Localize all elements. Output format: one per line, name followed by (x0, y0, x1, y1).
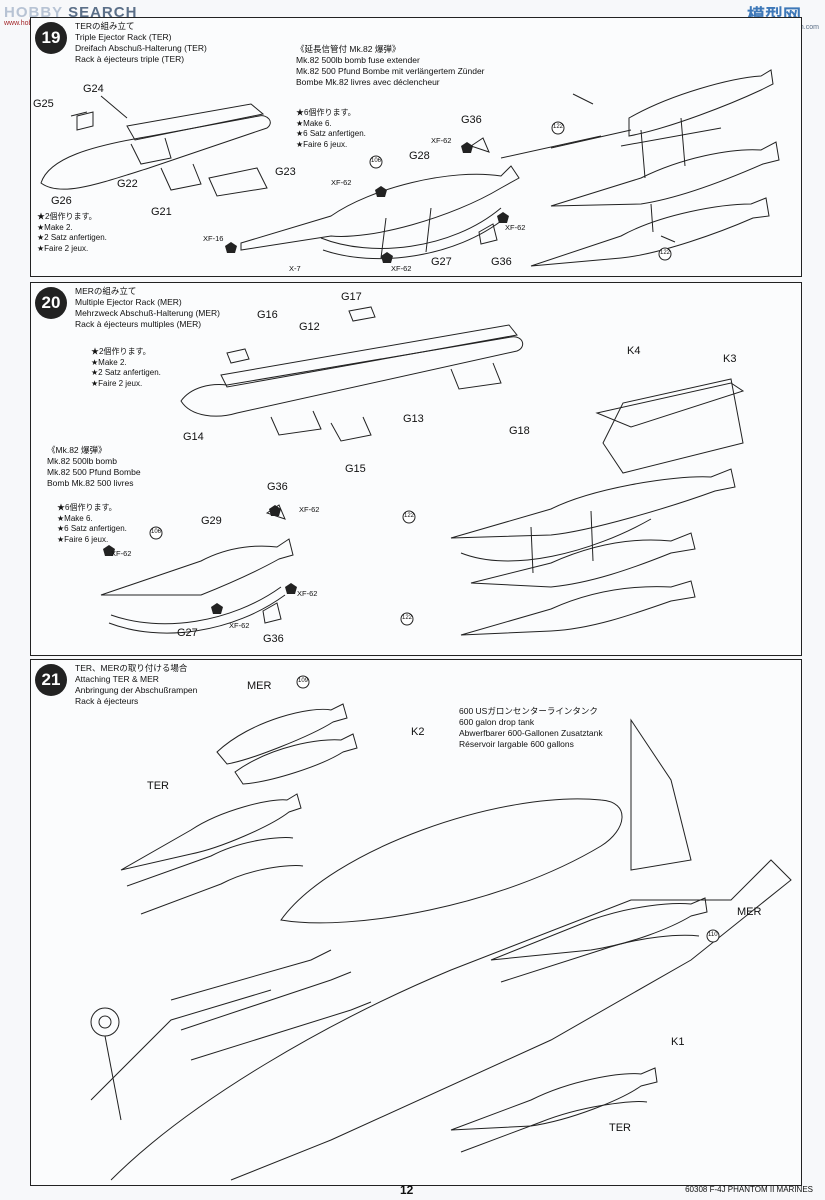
part-label: K1 (671, 1036, 685, 1048)
paint-label: XF-62 (229, 621, 250, 630)
title-fr: Rack à éjecteurs triple (TER) (75, 54, 185, 64)
part-label: G26 (51, 195, 72, 207)
step-19-titles: TERの組み立て Triple Ejector Rack (TER) Dreif… (75, 21, 207, 65)
part-label: G18 (509, 425, 530, 437)
callout-number: 106 (151, 529, 162, 535)
make-2-note: ★2個作ります。★Make 2.★2 Satz anfertigen.★Fair… (37, 212, 107, 253)
step-19-panel: 19 TERの組み立て Triple Ejector Rack (TER) Dr… (30, 17, 802, 277)
paint-label: XF-62 (505, 223, 526, 232)
callout-number: 106 (371, 158, 382, 164)
title-de: Mehrzweck Abschuß-Halterung (MER) (75, 308, 221, 318)
mer-label: MER (247, 680, 272, 692)
part-label: K2 (411, 726, 425, 738)
bomb-title-en: Mk.82 500lb bomb (47, 456, 117, 466)
part-label: G22 (117, 178, 138, 190)
paint-label: XF-16 (203, 234, 224, 243)
step-19-illustration (40, 69, 780, 267)
make-6-note: ★6個作ります。★Make 6.★6 Satz anfertigen.★Fair… (296, 108, 366, 149)
step-21-illustration (90, 675, 792, 1181)
part-label: G29 (201, 515, 222, 527)
ter-label: TER (609, 1122, 631, 1134)
make-2-note: ★2個作ります。★Make 2.★2 Satz anfertigen.★Fair… (91, 347, 161, 388)
callout-number: 122 (660, 250, 671, 256)
part-label: G12 (299, 321, 320, 333)
paint-label: XF-62 (297, 589, 318, 598)
kit-title: 60308 F-4J PHANTOM II MARINES (685, 1185, 813, 1194)
part-label: G36 (491, 256, 512, 268)
step-20-titles: MERの組み立て Multiple Ejector Rack (MER) Meh… (75, 286, 220, 330)
drop-tank-titles: 600 USガロンセンターラインタンク 600 galon drop tank … (459, 706, 603, 750)
callout-number: 110 (708, 932, 718, 938)
part-label: G25 (33, 98, 54, 110)
tank-fr: Réservoir largable 600 gallons (459, 739, 574, 749)
callout-number: 122 (553, 124, 564, 130)
step-20-bomb-titles: 《Mk.82 爆弾》 Mk.82 500lb bomb Mk.82 500 Pf… (47, 445, 141, 489)
tank-en: 600 galon drop tank (459, 717, 535, 727)
callout-number: 122 (402, 615, 413, 621)
ter-label: TER (147, 780, 169, 792)
step-19-bomb-titles: 《延長信管付 Mk.82 爆弾》 Mk.82 500lb bomb fuse e… (296, 44, 485, 88)
paint-label: XF-62 (431, 136, 452, 145)
step-number-19: 19 (35, 22, 67, 54)
part-label: K3 (723, 353, 737, 365)
part-label: G27 (177, 627, 198, 639)
part-label: G28 (409, 150, 430, 162)
title-jp: TER、MERの取り付ける場合 (75, 663, 188, 673)
bomb-title-jp: 《延長信管付 Mk.82 爆弾》 (296, 44, 401, 54)
paint-label: XF-62 (391, 264, 412, 273)
page-number: 12 (400, 1183, 414, 1197)
paint-label: X-7 (289, 264, 301, 273)
paint-label: XF-62 (299, 505, 320, 514)
part-label: G23 (275, 166, 296, 178)
title-en: Multiple Ejector Rack (MER) (75, 297, 182, 307)
title-jp: MERの組み立て (75, 286, 137, 296)
part-label: G36 (267, 481, 288, 493)
make-6-note: ★6個作ります。★Make 6.★6 Satz anfertigen.★Fair… (57, 503, 127, 544)
part-label: G27 (431, 256, 452, 268)
step-20-illustration (100, 306, 745, 636)
step-number-21: 21 (35, 664, 67, 696)
tank-de: Abwerfbarer 600-Gallonen Zusatztank (459, 728, 603, 738)
part-label: G17 (341, 291, 362, 303)
title-fr: Rack à éjecteurs (75, 696, 139, 706)
brand-logo: HOBBY SEARCH (4, 4, 138, 21)
step-20-panel: 20 MERの組み立て Multiple Ejector Rack (MER) … (30, 282, 802, 656)
bomb-title-jp: 《Mk.82 爆弾》 (47, 445, 107, 455)
callout-number: 122 (404, 513, 415, 519)
part-label: G21 (151, 206, 172, 218)
title-fr: Rack à éjecteurs multiples (MER) (75, 319, 202, 329)
title-en: Attaching TER & MER (75, 674, 159, 684)
title-jp: TERの組み立て (75, 21, 135, 31)
part-label: K4 (627, 345, 641, 357)
part-label: G14 (183, 431, 204, 443)
bomb-title-fr: Bombe Mk.82 livres avec déclencheur (296, 77, 440, 87)
bomb-title-de: Mk.82 500 Pfund Bombe mit verlängertem Z… (296, 66, 485, 76)
title-en: Triple Ejector Rack (TER) (75, 32, 172, 42)
title-de: Dreifach Abschuß-Halterung (TER) (75, 43, 207, 53)
part-label: G24 (83, 83, 104, 95)
title-de: Anbringung der Abschußrampen (75, 685, 198, 695)
step-21-panel: 21 TER、MERの取り付ける場合 Attaching TER & MER A… (30, 659, 802, 1186)
tank-jp: 600 USガロンセンターラインタンク (459, 706, 598, 716)
part-label: G36 (263, 633, 284, 645)
bomb-title-en: Mk.82 500lb bomb fuse extender (296, 55, 420, 65)
part-label: G15 (345, 463, 366, 475)
bomb-title-de: Mk.82 500 Pfund Bombe (47, 467, 141, 477)
step-21-titles: TER、MERの取り付ける場合 Attaching TER & MER Anbr… (75, 663, 197, 707)
step-number-20: 20 (35, 287, 67, 319)
mer-label: MER (737, 906, 762, 918)
paint-label: XF-62 (331, 178, 352, 187)
part-label: G36 (461, 114, 482, 126)
part-label: G13 (403, 413, 424, 425)
callout-number: 109 (298, 678, 309, 684)
part-label: G16 (257, 309, 278, 321)
bomb-title-fr: Bomb Mk.82 500 livres (47, 478, 134, 488)
paint-label: XF-62 (111, 549, 132, 558)
